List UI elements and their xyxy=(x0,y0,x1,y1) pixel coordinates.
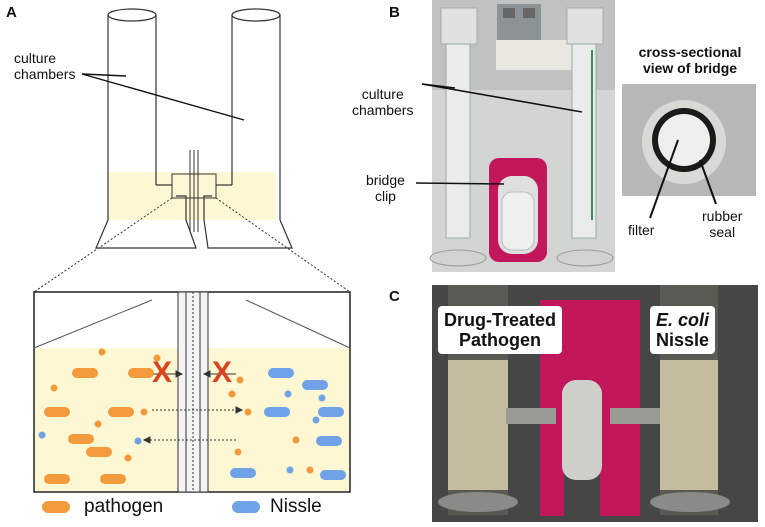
culture-chambers-label-a: culture chambers xyxy=(14,50,75,82)
culture-chambers-label-a-text: culture chambers xyxy=(14,50,76,82)
pathogen-cells xyxy=(44,348,314,484)
bridge-clip-label: bridge clip xyxy=(366,172,405,204)
filter-label: filter xyxy=(628,222,655,238)
rubber-seal-label: rubber seal xyxy=(702,208,743,240)
upper-medium xyxy=(108,172,276,220)
bridge-connector xyxy=(171,150,217,232)
block-marker-left: X xyxy=(152,356,173,389)
ecoli-line2: Nissle xyxy=(656,330,710,350)
drug-treated-line1: Drug-Treated xyxy=(444,310,557,330)
cross-section-title: cross-sectional view of bridge xyxy=(638,44,742,76)
legend-pathogen-label: pathogen xyxy=(84,496,164,517)
panel-b-letter: B xyxy=(389,4,400,21)
flow-arrows xyxy=(142,370,244,444)
panel-c-letter: C xyxy=(389,288,400,305)
legend-nissle-swatch xyxy=(232,501,260,513)
ecoli-nissle-label: E. coli Nissle xyxy=(650,306,716,354)
drug-treated-pathogen-label: Drug-Treated Pathogen xyxy=(438,306,563,354)
right-culture-tube xyxy=(203,8,293,249)
legend-pathogen-swatch xyxy=(42,501,70,513)
ecoli-line1: E. coli xyxy=(656,310,710,330)
nissle-cells xyxy=(38,368,346,480)
panel-a-letter: A xyxy=(6,4,17,21)
left-culture-tube xyxy=(95,8,197,249)
block-marker-right: X xyxy=(212,356,233,389)
drug-treated-line2: Pathogen xyxy=(459,330,542,350)
legend-nissle-label: Nissle xyxy=(270,496,322,517)
culture-chambers-label-b: culture chambers xyxy=(352,86,414,118)
